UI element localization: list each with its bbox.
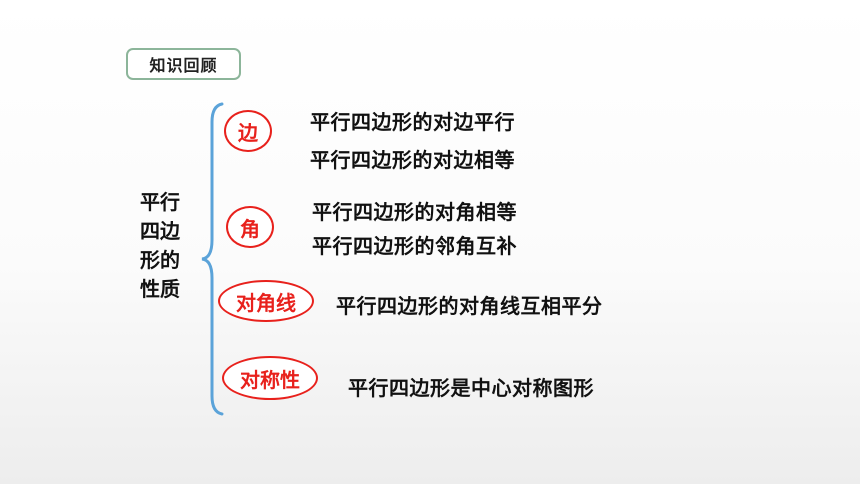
branch-label-diagonal: 对角线 — [236, 290, 296, 315]
curly-brace — [201, 102, 224, 416]
section-badge-label: 知识回顾 — [149, 56, 218, 75]
property-angle-1: 平行四边形的对角相等 — [312, 200, 517, 224]
branch-label-symmetry: 对称性 — [240, 367, 300, 392]
branch-oval-symmetry: 对称性 — [222, 356, 318, 400]
section-badge: 知识回顾 — [126, 48, 241, 80]
property-symmetry-1: 平行四边形是中心对称图形 — [348, 376, 594, 400]
branch-oval-edge: 边 — [224, 110, 272, 152]
property-edge-1: 平行四边形的对边平行 — [310, 110, 515, 134]
property-diagonal-1: 平行四边形的对角线互相平分 — [336, 294, 603, 318]
branch-label-angle: 角 — [240, 216, 260, 241]
branch-label-edge: 边 — [238, 120, 258, 145]
property-edge-2: 平行四边形的对边相等 — [310, 148, 515, 172]
property-angle-2: 平行四边形的邻角互补 — [312, 234, 517, 258]
branch-oval-angle: 角 — [226, 206, 274, 248]
branch-oval-diagonal: 对角线 — [218, 280, 314, 322]
root-label: 平行四边形的性质 — [140, 190, 180, 301]
